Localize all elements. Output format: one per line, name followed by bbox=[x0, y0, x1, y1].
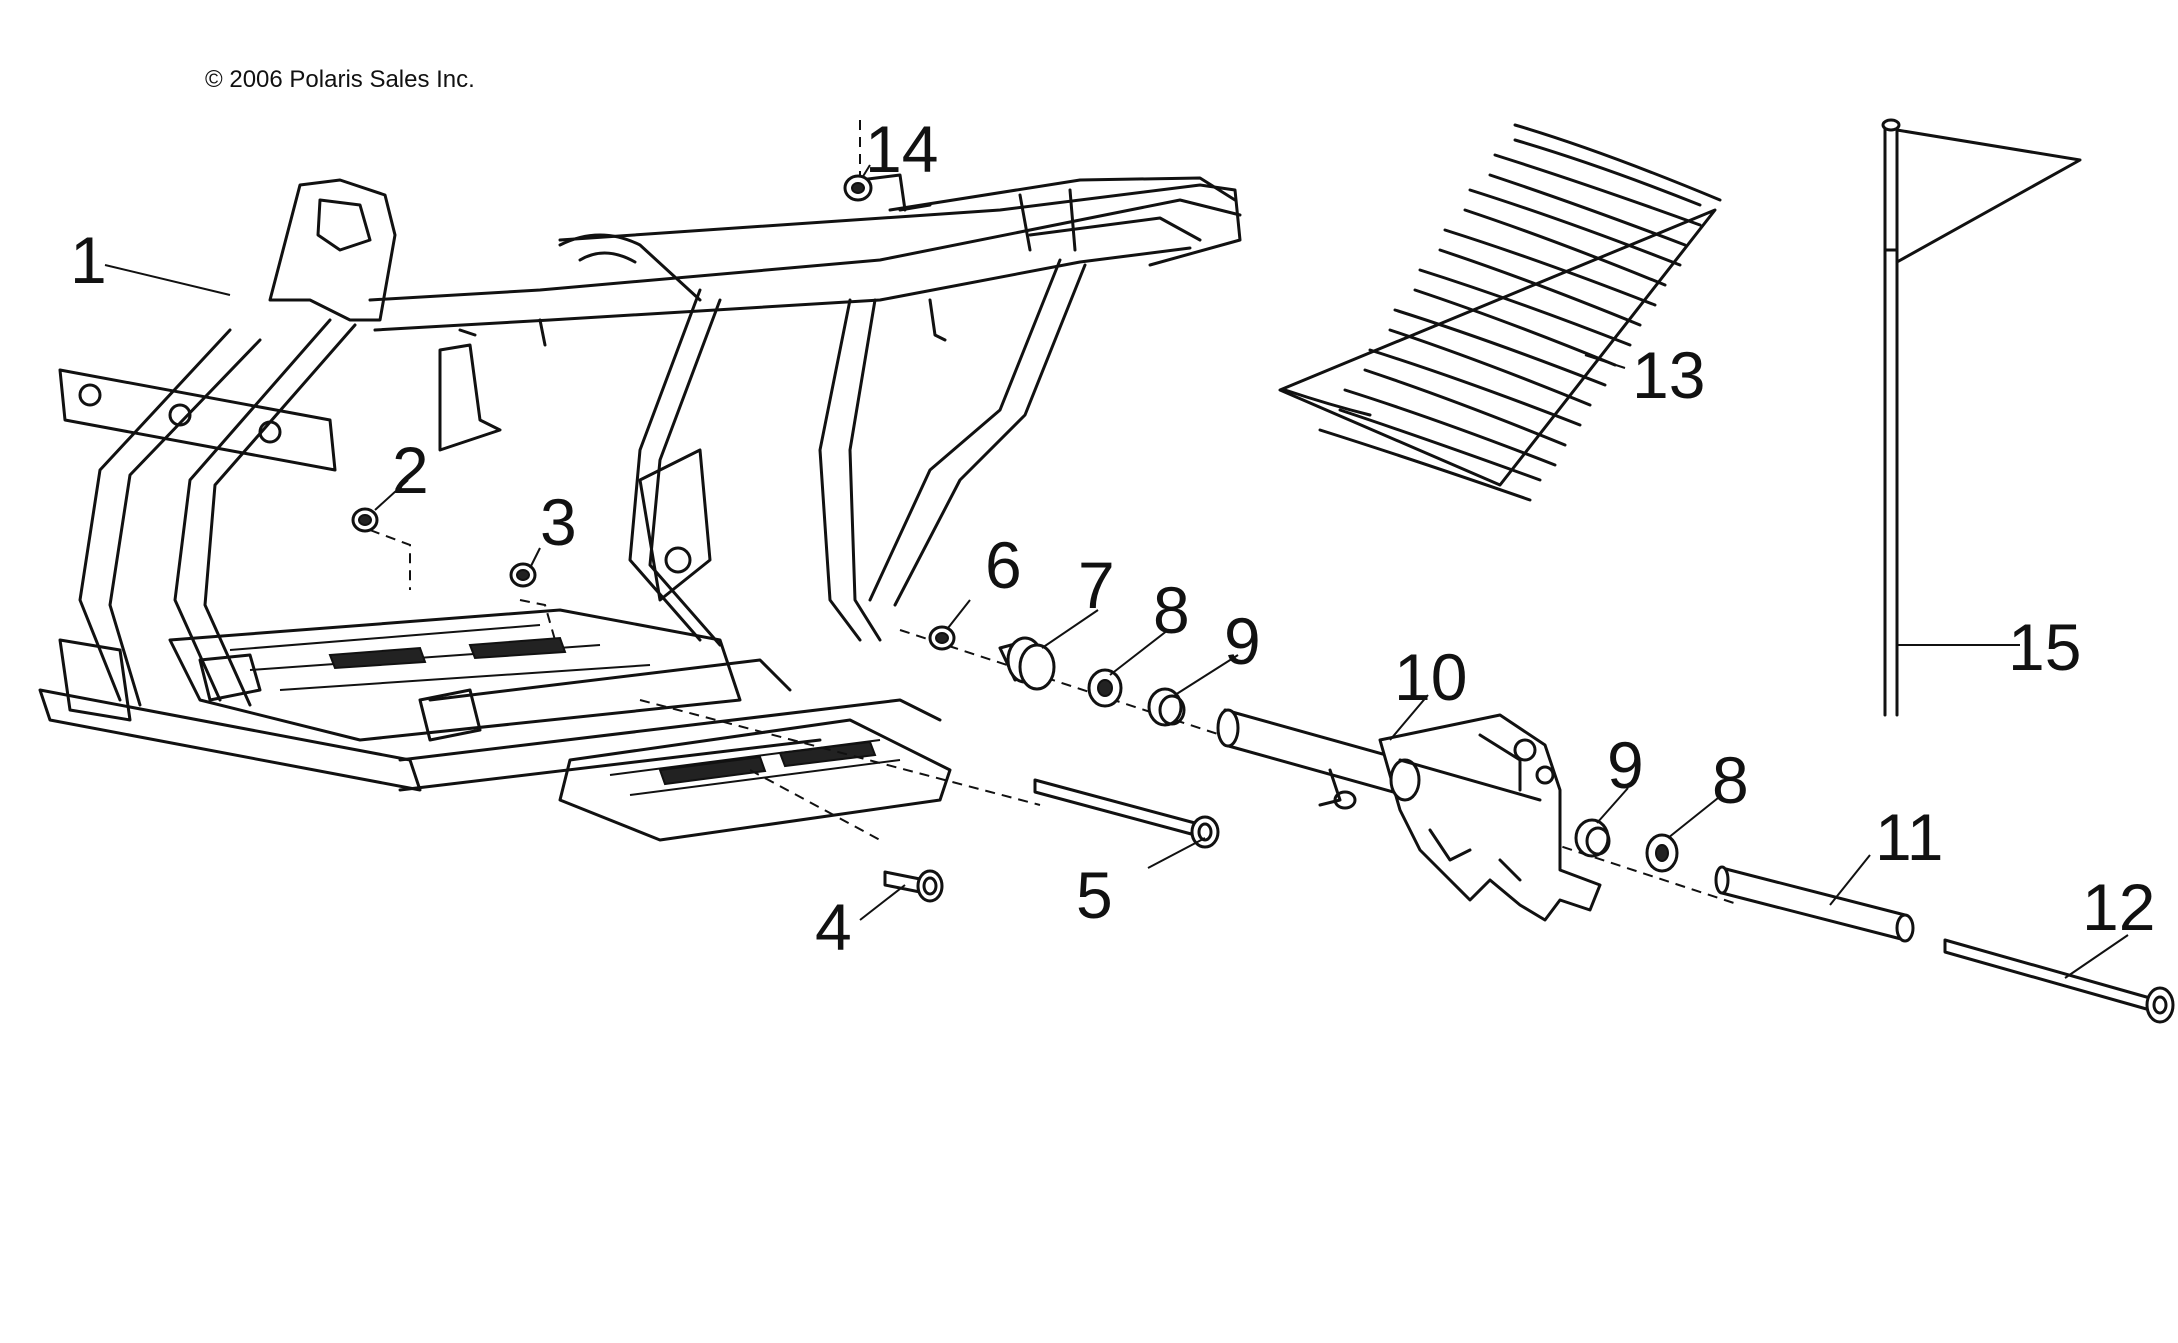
callout-3: 3 bbox=[540, 485, 577, 559]
bolt-part-5 bbox=[1033, 778, 1220, 849]
callout-8: 8 bbox=[1153, 573, 1190, 647]
callout-9-right: 9 bbox=[1607, 728, 1644, 802]
callout-2: 2 bbox=[392, 433, 429, 507]
swingarm-part-10 bbox=[1216, 708, 1602, 922]
decal-strips bbox=[1283, 123, 1722, 502]
bolt-part-4 bbox=[883, 869, 944, 903]
alignment-lines bbox=[369, 120, 1741, 906]
frame-assembly bbox=[38, 173, 1242, 842]
callout-15: 15 bbox=[2008, 610, 2081, 684]
decal-sheet-part-13 bbox=[1278, 123, 1722, 502]
callout-1: 1 bbox=[70, 223, 107, 297]
callout-4: 4 bbox=[815, 890, 852, 964]
nut-part-14 bbox=[843, 174, 873, 202]
callout-13: 13 bbox=[1632, 338, 1705, 412]
callout-11: 11 bbox=[1875, 800, 1944, 874]
callout-7: 7 bbox=[1078, 548, 1115, 622]
callout-5: 5 bbox=[1076, 858, 1113, 932]
copyright-notice: © 2006 Polaris Sales Inc. bbox=[205, 66, 475, 93]
nut-part-3 bbox=[509, 562, 537, 588]
callout-labels: 1 2 3 4 5 6 7 8 9 10 9 8 11 12 13 14 15 bbox=[70, 112, 2155, 964]
bolt-part-12 bbox=[1943, 938, 2175, 1024]
spacer-part-9b bbox=[1574, 818, 1611, 858]
nut-part-2 bbox=[351, 507, 379, 533]
washer-part-8b bbox=[1645, 833, 1679, 873]
callout-6: 6 bbox=[985, 528, 1022, 602]
callout-8-right: 8 bbox=[1712, 743, 1749, 817]
callout-14: 14 bbox=[865, 112, 938, 186]
callout-9: 9 bbox=[1224, 604, 1261, 678]
washer-part-8a bbox=[1087, 668, 1123, 708]
callout-10: 10 bbox=[1394, 640, 1467, 714]
leader-lines bbox=[104, 164, 2129, 979]
callout-12: 12 bbox=[2082, 870, 2155, 944]
nut-part-6 bbox=[928, 625, 956, 651]
flag-part-15 bbox=[1881, 118, 2082, 717]
spacer-part-9a bbox=[1147, 687, 1186, 727]
shaft-part-11 bbox=[1714, 865, 1915, 943]
bushing-part-7 bbox=[998, 636, 1056, 691]
